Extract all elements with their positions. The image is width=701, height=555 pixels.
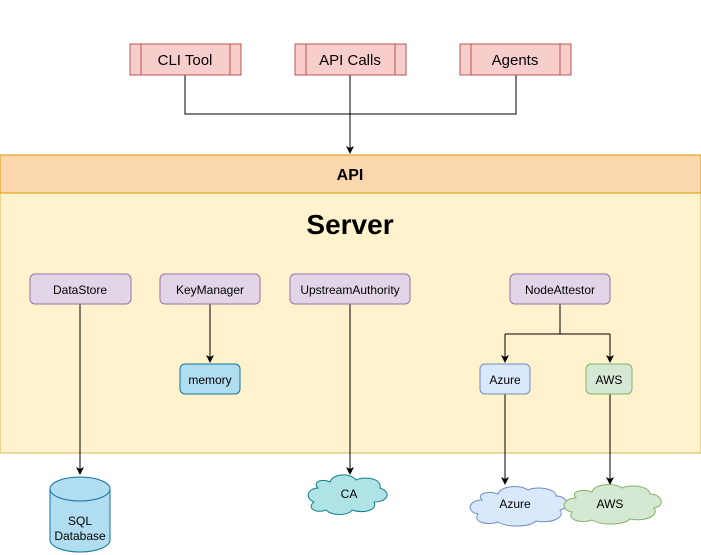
impl-azure: Azure [479,363,531,395]
client-connector-cli [184,75,350,115]
impl-aws-label: AWS [596,373,623,387]
impl-aws: AWS [585,363,633,395]
ca-label: CA [341,487,358,501]
api-label: API [337,167,364,184]
database-label-line2: Database [54,529,106,543]
plugin-datastore: DataStore [29,273,132,305]
plugin-datastore-label: DataStore [53,283,107,297]
plugin-nodeattestor-label: NodeAttestor [525,283,595,297]
client-connector-agents [350,75,517,115]
database-label-line1: SQL [68,514,92,528]
api-bar [0,154,701,194]
aws-cloud-label: AWS [597,497,624,511]
impl-memory: memory [179,363,241,395]
plugin-keymanager: KeyManager [159,273,261,305]
plugin-nodeattestor: NodeAttestor [509,273,611,305]
client-api-calls: API Calls [294,43,407,76]
client-cli-tool-label: CLI Tool [158,52,213,69]
client-cli-tool: CLI Tool [129,43,242,76]
plugin-keymanager-label: KeyManager [176,283,244,297]
impl-memory-label: memory [188,373,231,387]
azure-cloud-icon: Azure [469,486,568,527]
impl-azure-label: Azure [489,373,521,387]
client-api-calls-label: API Calls [319,52,381,69]
client-agents: Agents [459,43,572,76]
database-cylinder-icon: SQL Database [49,476,111,553]
azure-cloud-label: Azure [499,497,531,511]
client-agents-label: Agents [492,52,539,69]
server-title: Server [306,209,393,240]
ca-cloud-icon: CA [307,474,388,515]
plugin-upstreamauthority-label: UpstreamAuthority [300,283,399,297]
plugin-upstreamauthority: UpstreamAuthority [289,273,411,305]
aws-cloud-icon: AWS [563,484,662,525]
